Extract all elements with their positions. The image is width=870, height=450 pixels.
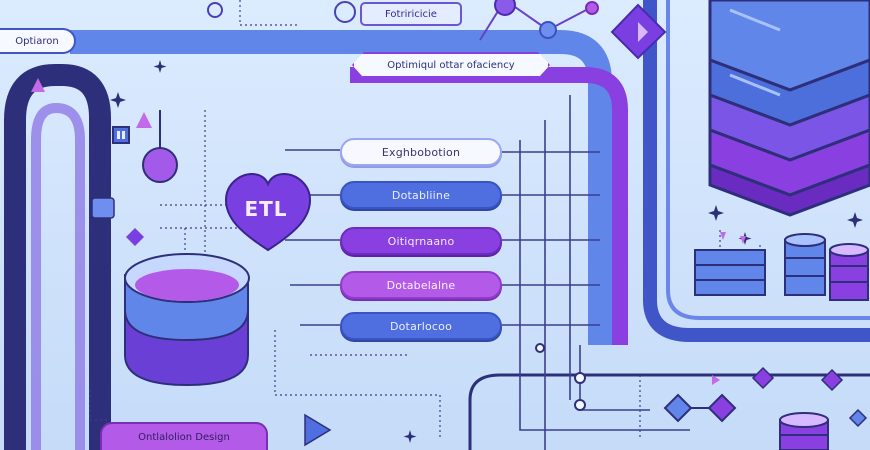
efficiency-banner-label: Optimiqul ottar ofaciency [387, 59, 515, 71]
pipeline-step-2[interactable]: Dotabliine [340, 181, 502, 209]
etl-database-icon [124, 253, 250, 387]
pipeline-step-4-label: Dotabelalne [386, 278, 456, 292]
connector-lines [285, 95, 690, 450]
play-icon [304, 413, 332, 447]
pipeline-step-4[interactable]: Dotabelalne [340, 271, 502, 299]
top-left-tab[interactable]: Optiaron [0, 28, 76, 54]
pipeline-step-1-label: Exghbobotion [381, 145, 461, 159]
efficiency-banner: Optimiqul ottar ofaciency [352, 52, 550, 78]
server-stack-icon [708, 0, 870, 217]
pipeline-step-3-label: Oitiqrnaano [387, 234, 455, 248]
top-center-tab[interactable]: Fotriricicie [360, 2, 462, 26]
pipeline-step-5[interactable]: Dotarlocoo [340, 312, 502, 340]
top-center-tab-label: Fotriricicie [385, 8, 437, 20]
right-frame-band [643, 0, 870, 342]
pipeline-step-1[interactable]: Exghbobotion [340, 138, 502, 166]
bottom-database-icon [779, 412, 829, 450]
etl-label: ETL [244, 197, 288, 221]
bottom-left-tab-label: Ontlalolion Design [138, 431, 230, 443]
lower-navy-line [468, 373, 870, 450]
chevron-icons [712, 232, 746, 385]
pipeline-step-2-label: Dotabliine [391, 188, 451, 202]
square-icon [93, 311, 107, 325]
top-purple-band [350, 67, 628, 345]
arrow-icon [638, 22, 648, 42]
bottom-diamond-network [535, 343, 868, 428]
top-left-tab-label: Optiaron [15, 35, 59, 47]
left-inner-arc [31, 102, 85, 450]
triangle-small-icon [31, 78, 45, 92]
pipeline-step-5-label: Dotarlocoo [389, 319, 453, 333]
pause-icon [112, 126, 130, 144]
cube-icon [91, 197, 115, 219]
triangle-icon [136, 112, 152, 128]
database-cylinders-icon [694, 233, 869, 301]
right-frame-inner [666, 0, 870, 320]
diamond-small-icon [126, 228, 144, 246]
etl-heart-icon [224, 172, 312, 252]
purple-node-icon [142, 147, 178, 183]
pipeline-step-3[interactable]: Oitiqrnaano [340, 227, 502, 255]
top-network [207, 0, 599, 41]
bottom-left-tab[interactable]: Ontlalolion Design [100, 422, 268, 450]
left-navy-arc [3, 64, 111, 450]
